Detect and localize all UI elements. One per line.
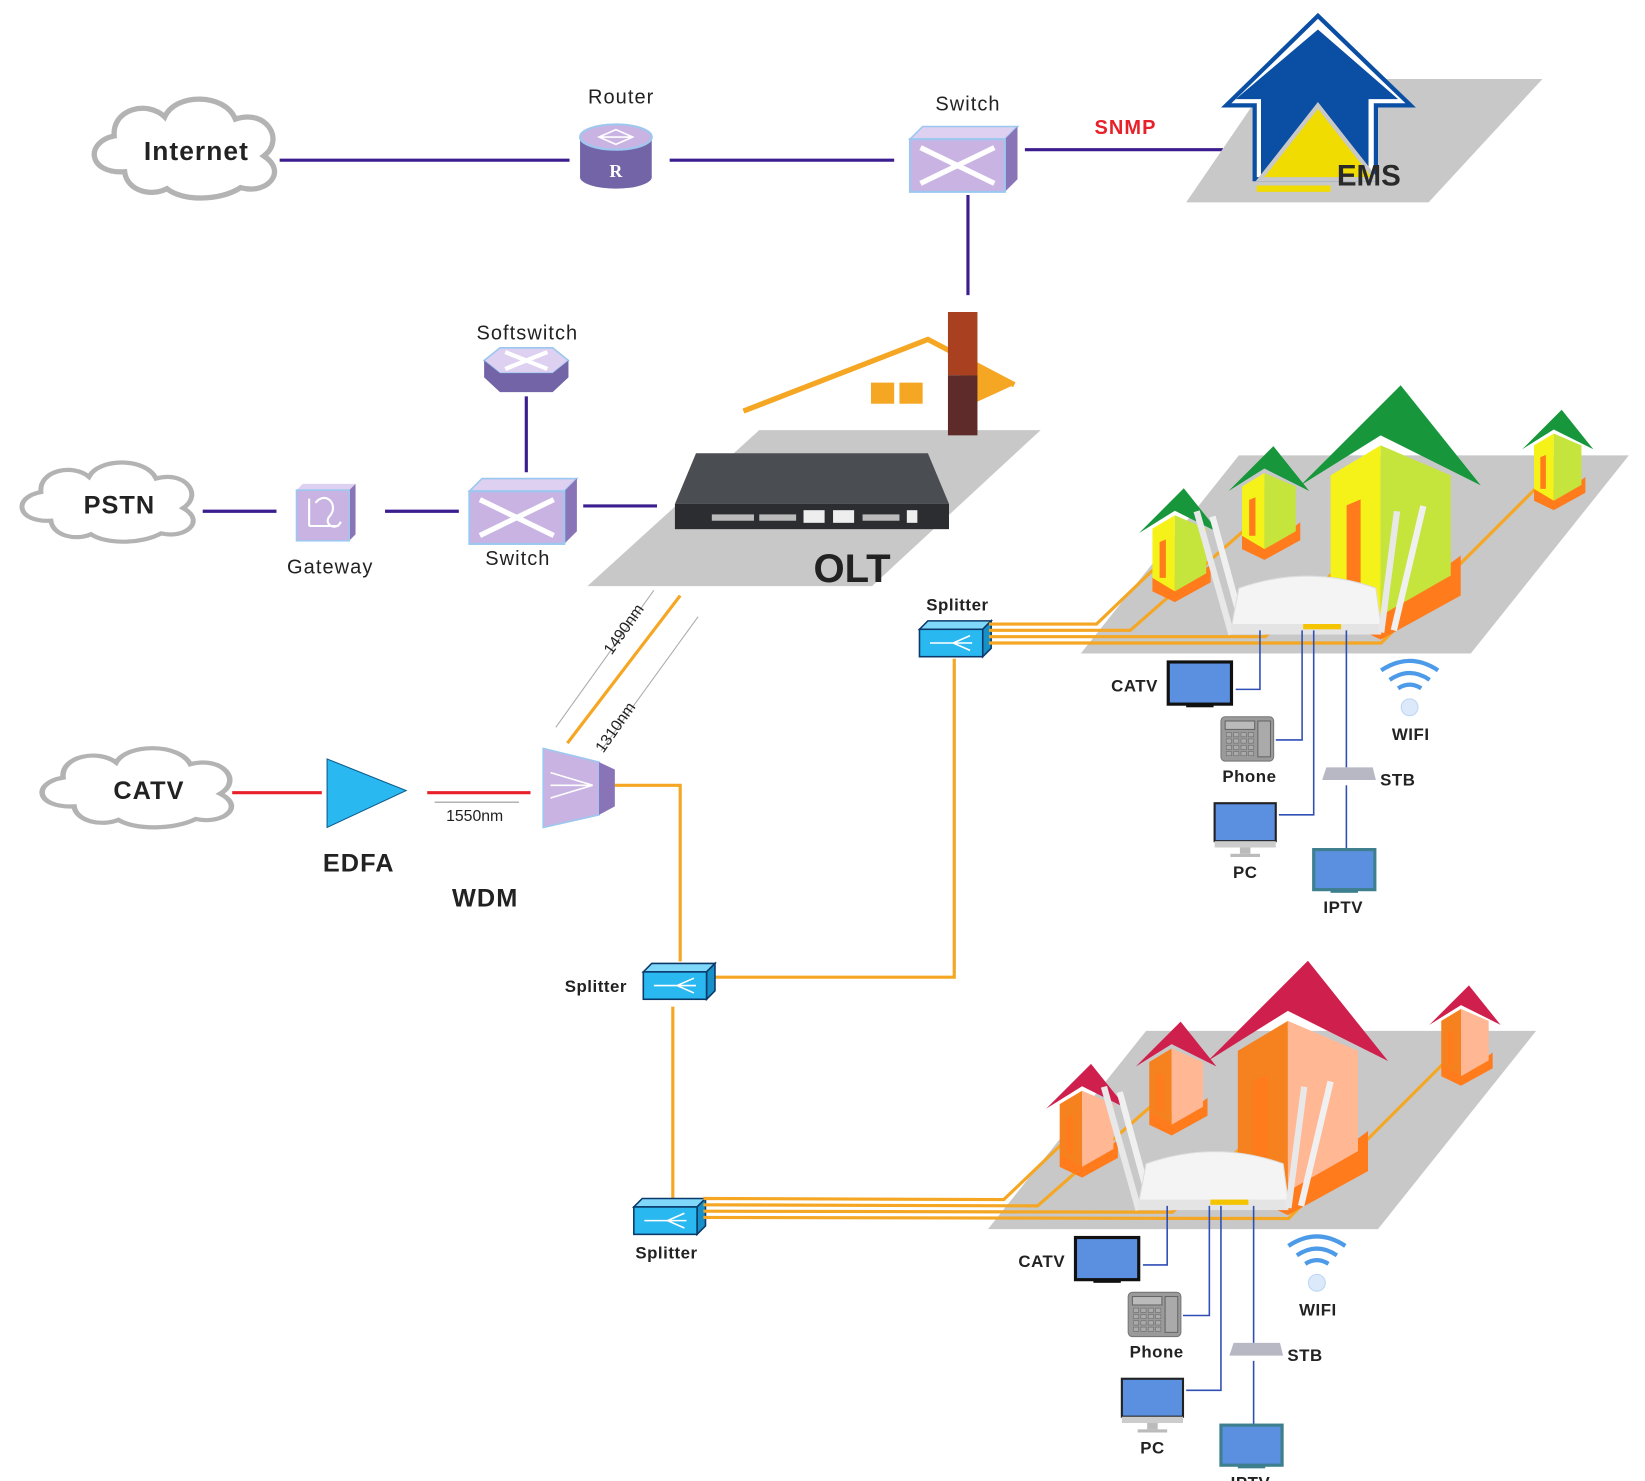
ems-label: EMS	[1337, 160, 1401, 193]
phone-icon[interactable]	[1220, 716, 1275, 762]
wifi-label: WIFI	[1392, 725, 1430, 744]
house-small-2[interactable]	[1135, 1021, 1217, 1136]
splitter-top-label: Splitter	[926, 595, 988, 614]
switch-mid[interactable]	[469, 479, 577, 544]
olt-device[interactable]	[674, 453, 949, 530]
catv-tv-icon[interactable]	[1073, 1235, 1141, 1283]
drop-cables	[1142, 1205, 1255, 1425]
wavelength-1550-label: 1550nm	[446, 808, 503, 825]
phone-label: Phone	[1130, 1343, 1184, 1362]
house-small-3[interactable]	[1429, 985, 1501, 1086]
edfa-label: EDFA	[323, 850, 395, 878]
iptv-icon[interactable]	[1312, 848, 1377, 893]
wdm-label: WDM	[452, 885, 518, 913]
switch-top-label: Switch	[935, 94, 1000, 116]
snmp-label: SNMP	[1094, 117, 1156, 139]
ems[interactable]: EMS	[1186, 12, 1543, 203]
splitter-mid-label: Splitter	[565, 977, 627, 996]
olt-label: OLT	[813, 547, 891, 591]
stb-icon[interactable]	[1322, 767, 1376, 781]
wifi-icon	[1380, 658, 1440, 691]
house-small-2[interactable]	[1228, 446, 1310, 560]
iptv-label: IPTV	[1323, 898, 1363, 917]
stb-label: STB	[1380, 770, 1415, 789]
wavelength-1310-label: 1310nm	[593, 699, 640, 756]
olt-chimney	[947, 312, 978, 376]
fiber-splitter-mid-top	[714, 658, 956, 979]
ont-router[interactable]	[1100, 1080, 1334, 1211]
softswitch[interactable]	[482, 347, 570, 393]
router[interactable]: R	[579, 123, 653, 189]
fiber-links	[566, 594, 956, 1202]
softswitch-label: Softswitch	[476, 322, 578, 344]
pc-label: PC	[1140, 1439, 1164, 1458]
phone-icon[interactable]	[1127, 1291, 1182, 1338]
switch-top[interactable]	[910, 126, 1018, 191]
splitter-bottom-label: Splitter	[635, 1244, 697, 1263]
splitter-bottom[interactable]	[633, 1197, 707, 1236]
wavelength-guides	[555, 589, 699, 751]
gateway[interactable]	[295, 483, 356, 542]
router-mark: R	[609, 161, 623, 181]
catv-label: CATV	[113, 777, 184, 805]
olt-site: OLT	[587, 312, 1041, 591]
edfa-amplifier-icon[interactable]	[326, 758, 408, 829]
wifi-icon	[1287, 1234, 1347, 1266]
wdm[interactable]	[542, 747, 615, 829]
catv-label: CATV	[1018, 1252, 1065, 1271]
splitter-mid[interactable]	[642, 962, 716, 1001]
house-small-3[interactable]	[1522, 409, 1594, 511]
stb-label: STB	[1287, 1346, 1322, 1365]
pc-monitor-icon[interactable]	[1213, 802, 1277, 857]
router-label: Router	[588, 86, 654, 108]
wifi-label: WIFI	[1299, 1301, 1337, 1320]
splitter-top[interactable]	[918, 620, 992, 658]
internet-cloud[interactable]: Internet	[94, 99, 274, 198]
customer-sites: CATVPhonePCIPTVSTBWIFICATVPhonePCIPTVSTB…	[703, 385, 1629, 1481]
internet-label: Internet	[144, 136, 249, 166]
catv-label: CATV	[1111, 676, 1158, 695]
ont-router[interactable]	[1193, 505, 1427, 636]
catv-tv-icon[interactable]	[1166, 660, 1234, 708]
switch-mid-label: Switch	[485, 548, 550, 570]
pc-monitor-icon[interactable]	[1120, 1377, 1185, 1433]
fiber-olt-wdm	[566, 594, 682, 745]
fiber-wdm-splitter	[614, 783, 682, 962]
olt-roof	[742, 336, 1016, 414]
gateway-label: Gateway	[287, 556, 373, 578]
pc-label: PC	[1233, 863, 1257, 882]
pstn-label: PSTN	[84, 491, 156, 519]
stb-icon[interactable]	[1229, 1342, 1284, 1356]
phone-label: Phone	[1222, 767, 1276, 786]
ems-triangle-icon	[1255, 101, 1381, 182]
iptv-label: IPTV	[1231, 1473, 1271, 1481]
drop-cables	[1235, 630, 1348, 849]
iptv-icon[interactable]	[1219, 1423, 1284, 1469]
network-links	[202, 148, 1224, 513]
